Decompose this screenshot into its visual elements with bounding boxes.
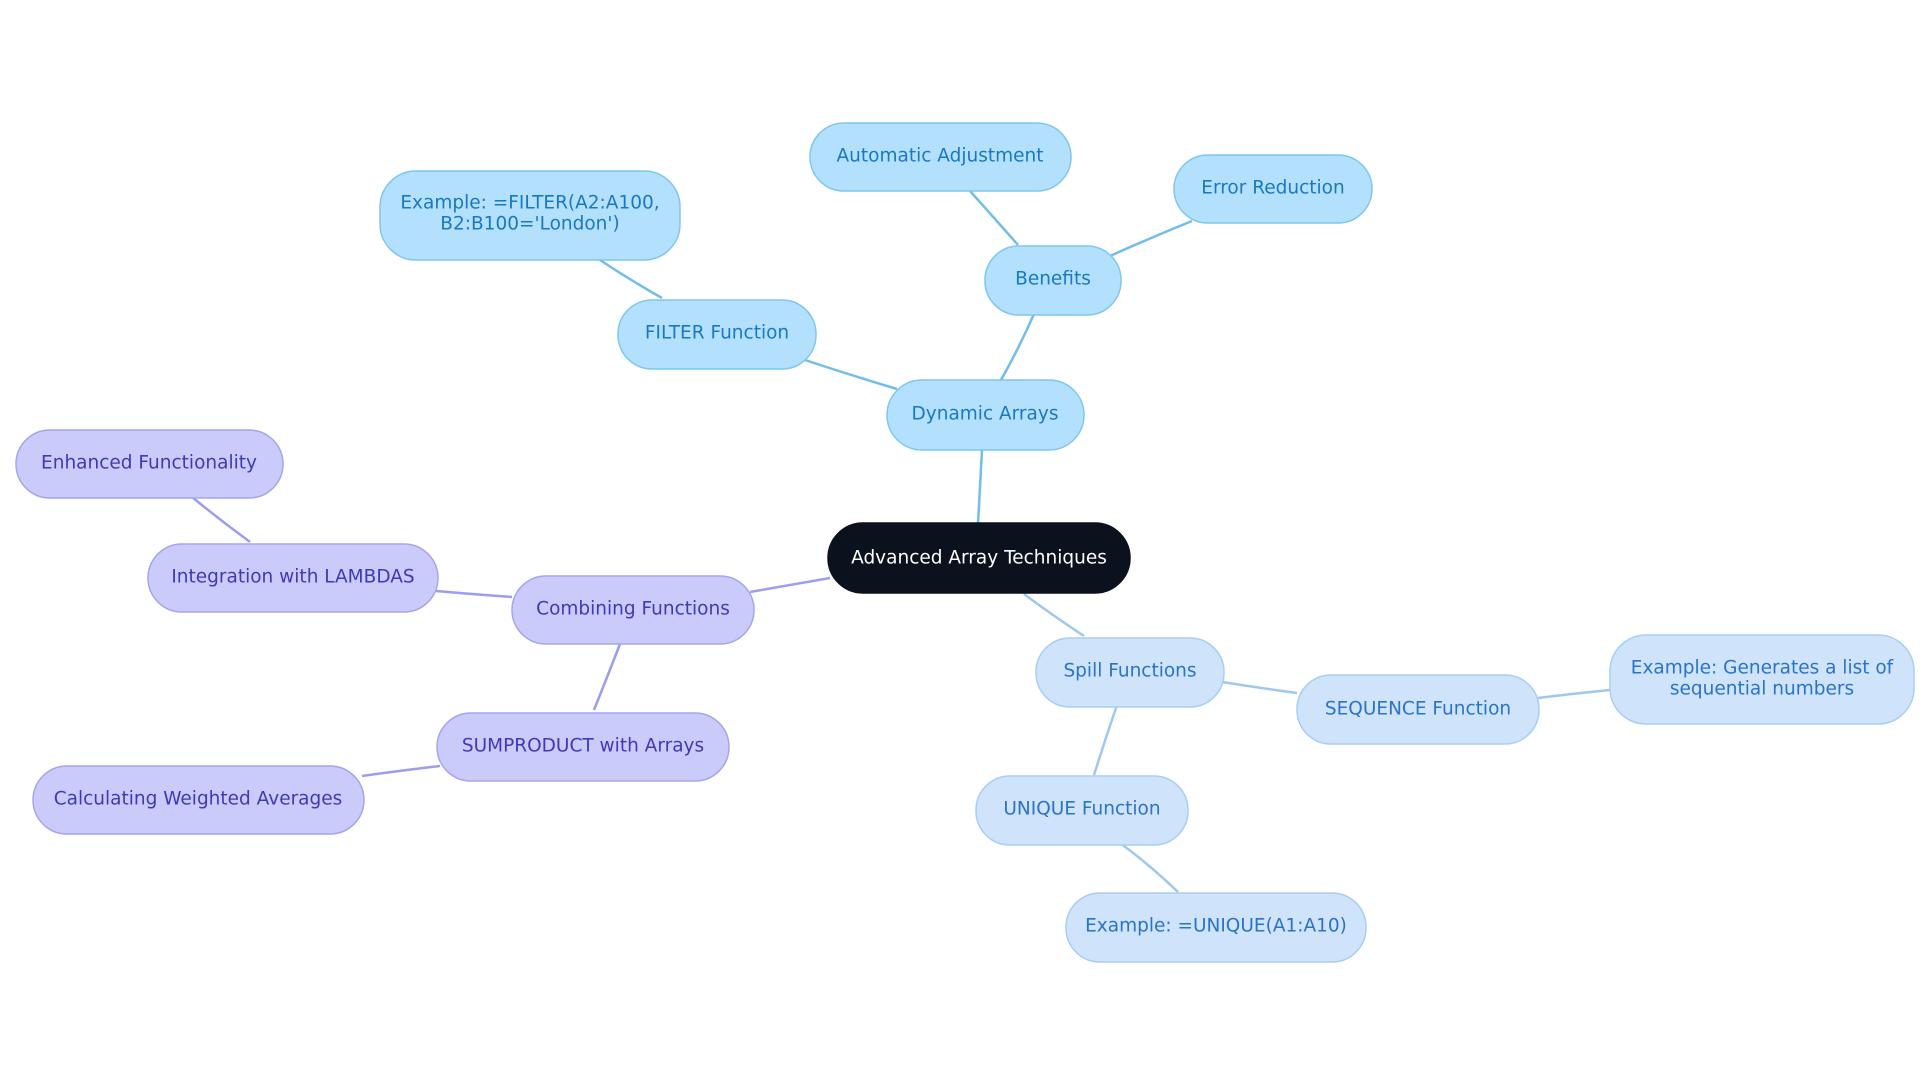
edge-unique-function-example bbox=[1119, 841, 1179, 893]
edge-spill-unique-function bbox=[1092, 704, 1119, 776]
node-automatic-adjustment-label: Automatic Adjustment bbox=[837, 146, 1044, 167]
edge-sumproduct-weighted-averages bbox=[361, 764, 441, 778]
node-enhanced-functionality-label: Enhanced Functionality bbox=[41, 453, 257, 474]
node-enhanced-functionality[interactable]: Enhanced Functionality bbox=[15, 429, 284, 499]
node-filter-example-line2: B2:B100='London') bbox=[440, 214, 619, 235]
node-spill-functions[interactable]: Spill Functions bbox=[1035, 637, 1225, 708]
node-integration-lambdas-label: Integration with LAMBDAS bbox=[171, 567, 414, 588]
node-unique-function[interactable]: UNIQUE Function bbox=[975, 775, 1189, 846]
node-dynamic-arrays-label: Dynamic Arrays bbox=[912, 404, 1059, 425]
edge-root-combining-functions bbox=[749, 576, 831, 594]
node-benefits[interactable]: Benefits bbox=[984, 245, 1122, 316]
node-filter-example[interactable]: Example: =FILTER(A2:A100, B2:B100='Londo… bbox=[379, 170, 681, 261]
nodes: Advanced Array Techniques Dynamic Arrays… bbox=[15, 122, 1915, 963]
node-integration-lambdas[interactable]: Integration with LAMBDAS bbox=[147, 543, 439, 613]
node-weighted-averages-label: Calculating Weighted Averages bbox=[54, 789, 343, 810]
edges bbox=[191, 190, 1611, 893]
node-spill-functions-label: Spill Functions bbox=[1063, 661, 1196, 682]
edge-dynamic-arrays-benefits bbox=[999, 313, 1036, 381]
node-sumproduct[interactable]: SUMPRODUCT with Arrays bbox=[436, 712, 730, 782]
edge-benefits-automatic-adjustment bbox=[969, 190, 1019, 246]
edge-root-dynamic-arrays bbox=[976, 449, 984, 525]
node-sequence-example-line1: Example: Generates a list of bbox=[1631, 658, 1894, 679]
edge-combining-sumproduct bbox=[592, 643, 622, 711]
node-dynamic-arrays[interactable]: Dynamic Arrays bbox=[886, 379, 1085, 451]
node-automatic-adjustment[interactable]: Automatic Adjustment bbox=[809, 122, 1072, 192]
node-error-reduction[interactable]: Error Reduction bbox=[1173, 154, 1373, 224]
node-filter-function[interactable]: FILTER Function bbox=[617, 299, 817, 370]
node-sequence-example-line2: sequential numbers bbox=[1670, 679, 1854, 700]
node-filter-example-line1: Example: =FILTER(A2:A100, bbox=[400, 193, 659, 214]
node-sequence-function-label: SEQUENCE Function bbox=[1325, 699, 1511, 720]
node-sequence-example[interactable]: Example: Generates a list of sequential … bbox=[1609, 634, 1915, 725]
node-combining-functions-label: Combining Functions bbox=[536, 599, 730, 620]
edge-integration-enhanced-functionality bbox=[191, 496, 251, 544]
edge-spill-sequence-function bbox=[1221, 680, 1298, 695]
node-sequence-function[interactable]: SEQUENCE Function bbox=[1296, 674, 1540, 745]
node-unique-example[interactable]: Example: =UNIQUE(A1:A10) bbox=[1065, 892, 1367, 963]
node-weighted-averages[interactable]: Calculating Weighted Averages bbox=[32, 765, 365, 835]
node-combining-functions[interactable]: Combining Functions bbox=[511, 575, 755, 645]
node-error-reduction-label: Error Reduction bbox=[1201, 178, 1344, 199]
edge-benefits-error-reduction bbox=[1109, 219, 1193, 258]
edge-filter-function-example bbox=[599, 258, 663, 300]
node-unique-example-label: Example: =UNIQUE(A1:A10) bbox=[1085, 916, 1347, 937]
node-root-label: Advanced Array Techniques bbox=[851, 548, 1107, 569]
edge-sequence-example bbox=[1537, 688, 1611, 700]
node-benefits-label: Benefits bbox=[1015, 269, 1091, 290]
edge-dynamic-arrays-filter-function bbox=[804, 358, 898, 391]
node-unique-function-label: UNIQUE Function bbox=[1003, 799, 1160, 820]
node-filter-function-label: FILTER Function bbox=[645, 323, 789, 344]
node-sumproduct-label: SUMPRODUCT with Arrays bbox=[462, 736, 704, 757]
node-root[interactable]: Advanced Array Techniques bbox=[827, 522, 1131, 594]
edge-root-spill-functions bbox=[1023, 592, 1085, 638]
edge-combining-integration-lambdas bbox=[435, 589, 513, 599]
